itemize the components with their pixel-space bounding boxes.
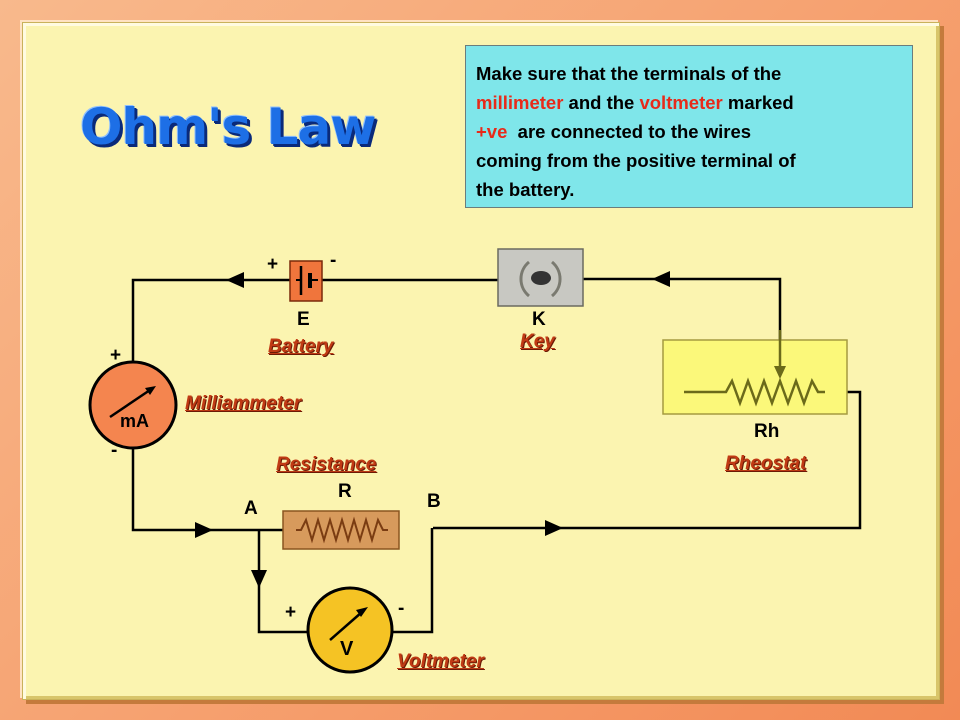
resistance-symbol-label: R: [338, 481, 352, 502]
voltmeter-caption: Voltmeter: [397, 651, 484, 672]
milliammeter-plus-label: +: [110, 345, 122, 366]
wire-left-bottom: [131, 453, 283, 532]
arrow-bottom-left: [195, 522, 213, 538]
note-line-5: the battery.: [476, 179, 575, 200]
arrow-top-right: [652, 271, 670, 287]
voltmeter-plus-label: +: [285, 602, 297, 623]
note-line-1: Make sure that the terminals of the: [476, 63, 782, 84]
point-a-label: A: [244, 498, 258, 519]
instruction-note: Make sure that the terminals of the mill…: [465, 45, 913, 208]
note-voltmeter: voltmeter: [639, 92, 723, 113]
arrow-voltmeter-branch: [251, 570, 267, 588]
milliammeter-minus-label: -: [111, 440, 118, 461]
voltmeter-unit-label: V: [340, 638, 354, 660]
rheostat-symbol: [662, 330, 848, 415]
voltmeter-minus-label: -: [398, 598, 405, 619]
note-line-4: coming from the positive terminal of: [476, 150, 796, 171]
battery-symbol-label: E: [297, 309, 310, 330]
battery-plus-label: +: [267, 254, 279, 275]
key-symbol-label: K: [532, 309, 546, 330]
note-and-the: and the: [563, 92, 640, 113]
resistance-symbol: [282, 510, 400, 550]
milliammeter-symbol: [88, 360, 178, 450]
rheostat-caption: Rheostat: [725, 453, 807, 474]
note-plus-ve: +ve: [476, 121, 508, 142]
point-b-label: B: [427, 491, 441, 512]
note-line-3: are connected to the wires: [507, 121, 752, 142]
resistance-caption: Resistance: [276, 454, 377, 475]
rheostat-symbol-label: Rh: [754, 421, 780, 442]
wire-voltmeter-right: [393, 528, 434, 634]
arrow-bottom-right: [545, 520, 563, 536]
battery-caption: Battery: [268, 336, 334, 357]
arrow-top-left: [226, 272, 244, 288]
voltmeter-symbol: [306, 586, 394, 674]
milliammeter-caption: Milliammeter: [185, 393, 302, 414]
note-millimeter: millimeter: [476, 92, 564, 113]
key-caption: Key: [520, 331, 555, 352]
battery-symbol: [289, 260, 323, 302]
wire-voltmeter-left: [257, 530, 308, 634]
page-title: Ohm's Law: [80, 98, 376, 156]
key-switch: [497, 248, 584, 307]
battery-minus-label: -: [330, 250, 337, 271]
note-marked: marked: [722, 92, 794, 113]
milliammeter-unit-label: mA: [120, 411, 150, 431]
